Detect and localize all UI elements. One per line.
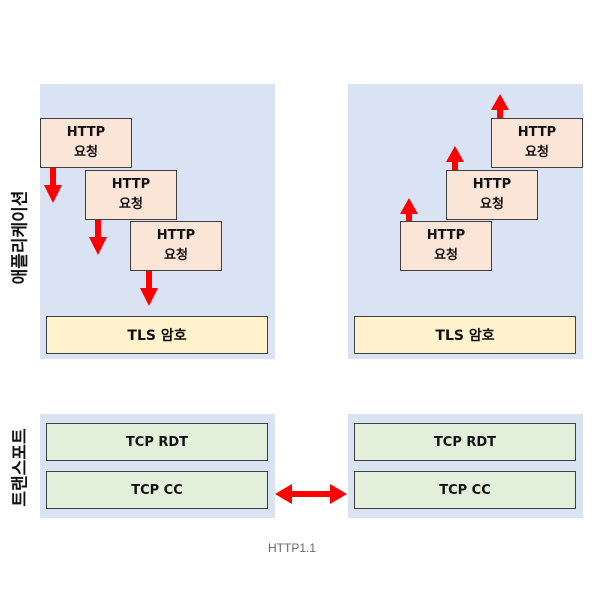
sender-tcp-cc-box: TCP CC: [46, 471, 268, 509]
request-line1: HTTP: [156, 228, 196, 243]
receiver-http-request-2: HTTP 요청: [446, 170, 538, 220]
receiver-http-request-3: HTTP 요청: [400, 221, 492, 271]
sender-tcp-rdt-box: TCP RDT: [46, 423, 268, 461]
bidirectional-arrow-icon: [275, 484, 347, 504]
request-line1: HTTP: [517, 125, 557, 140]
up-arrow-icon: [491, 94, 509, 118]
receiver-http-request-1: HTTP 요청: [491, 118, 583, 168]
request-line1: HTTP: [472, 177, 512, 192]
up-arrow-icon: [400, 198, 418, 221]
down-arrow-icon: [44, 168, 62, 203]
receiver-tls-box: TLS 암호: [354, 316, 576, 354]
request-line2: 요청: [525, 145, 549, 160]
figure-caption: HTTP1.1: [268, 541, 317, 555]
receiver-tcp-rdt-box: TCP RDT: [354, 423, 576, 461]
sender-http-request-1: HTTP 요청: [40, 118, 132, 168]
request-line1: HTTP: [66, 125, 106, 140]
down-arrow-icon: [140, 271, 158, 306]
request-line2: 요청: [164, 248, 188, 263]
sender-tls-box: TLS 암호: [46, 316, 268, 354]
request-line1: HTTP: [111, 177, 151, 192]
sender-http-request-2: HTTP 요청: [85, 170, 177, 220]
up-arrow-icon: [446, 146, 464, 170]
sender-http-request-3: HTTP 요청: [130, 221, 222, 271]
request-line2: 요청: [119, 197, 143, 212]
receiver-tcp-cc-box: TCP CC: [354, 471, 576, 509]
request-line2: 요청: [74, 145, 98, 160]
request-line2: 요청: [480, 197, 504, 212]
request-line1: HTTP: [426, 228, 466, 243]
request-line2: 요청: [434, 248, 458, 263]
down-arrow-icon: [89, 220, 107, 255]
